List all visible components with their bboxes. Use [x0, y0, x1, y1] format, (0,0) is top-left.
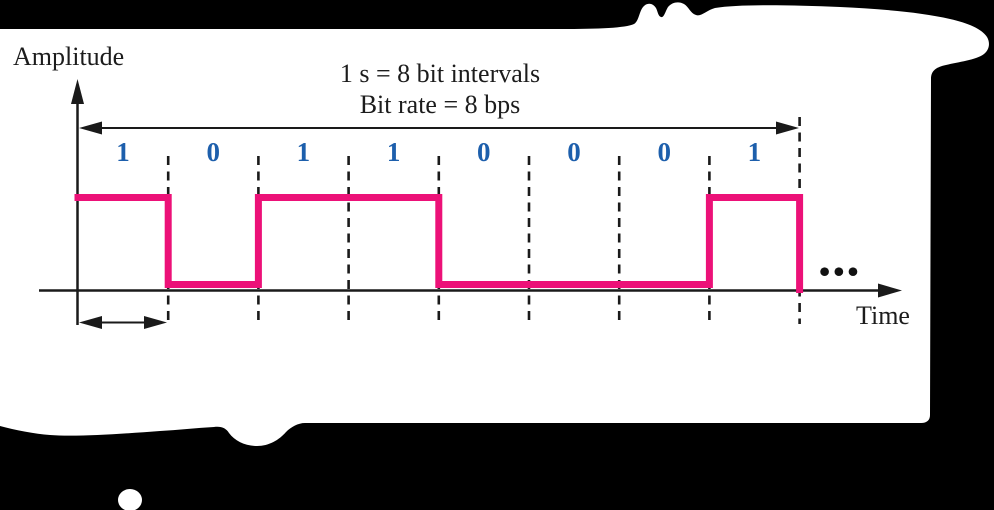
bit-label-5: 0 — [477, 137, 491, 167]
signal-waveform — [74, 194, 804, 293]
bit-label-6: 0 — [567, 137, 581, 167]
bit-interval-arrow-right-arrowhead — [144, 316, 167, 329]
bit-label-1: 1 — [116, 137, 130, 167]
bit-label-7: 0 — [657, 137, 671, 167]
caption-bit-rate: Bit rate = 8 bps — [359, 90, 521, 119]
time-axis-label: Time — [856, 301, 910, 330]
time-axis-arrowhead — [878, 283, 902, 298]
duration-arrow-right-arrowhead — [776, 121, 799, 135]
bit-label-2: 0 — [206, 137, 220, 167]
bit-label-8: 1 — [747, 137, 762, 167]
bit-label-3: 1 — [296, 137, 311, 167]
bit-interval-arrow-left-arrowhead — [79, 316, 102, 329]
caption-bit-intervals: 1 s = 8 bit intervals — [339, 59, 541, 88]
bit-label-4: 1 — [386, 137, 401, 167]
white-speck — [118, 489, 142, 510]
duration-arrow-left-arrowhead — [79, 121, 102, 135]
continuation-dots: ••• — [819, 253, 862, 289]
signal-layer — [74, 194, 804, 293]
amplitude-axis-arrowhead — [71, 79, 84, 104]
white-background-shape — [0, 2, 989, 446]
amplitude-axis-label: Amplitude — [13, 42, 125, 71]
